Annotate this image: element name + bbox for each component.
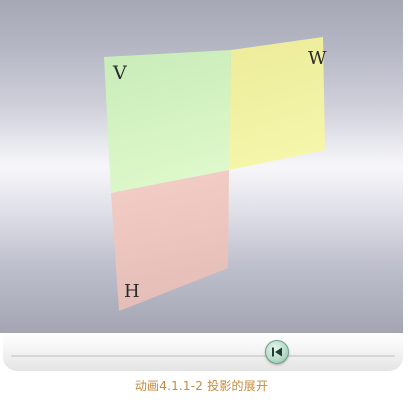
plane-w-label: W (308, 48, 327, 69)
plane-h-label: H (124, 281, 140, 302)
plane-h (111, 170, 229, 311)
animation-stage: V W H (0, 0, 403, 333)
rewind-to-start-icon (272, 347, 282, 357)
progress-track[interactable] (11, 355, 395, 357)
projection-planes-diagram (104, 37, 325, 311)
plane-v-label: V (113, 62, 127, 84)
animation-caption: 动画4.1.1-2 投影的展开 (134, 379, 269, 393)
player-controls (3, 333, 403, 371)
plane-v (104, 50, 231, 193)
plane-w (229, 37, 325, 170)
rewind-button[interactable] (265, 340, 289, 364)
